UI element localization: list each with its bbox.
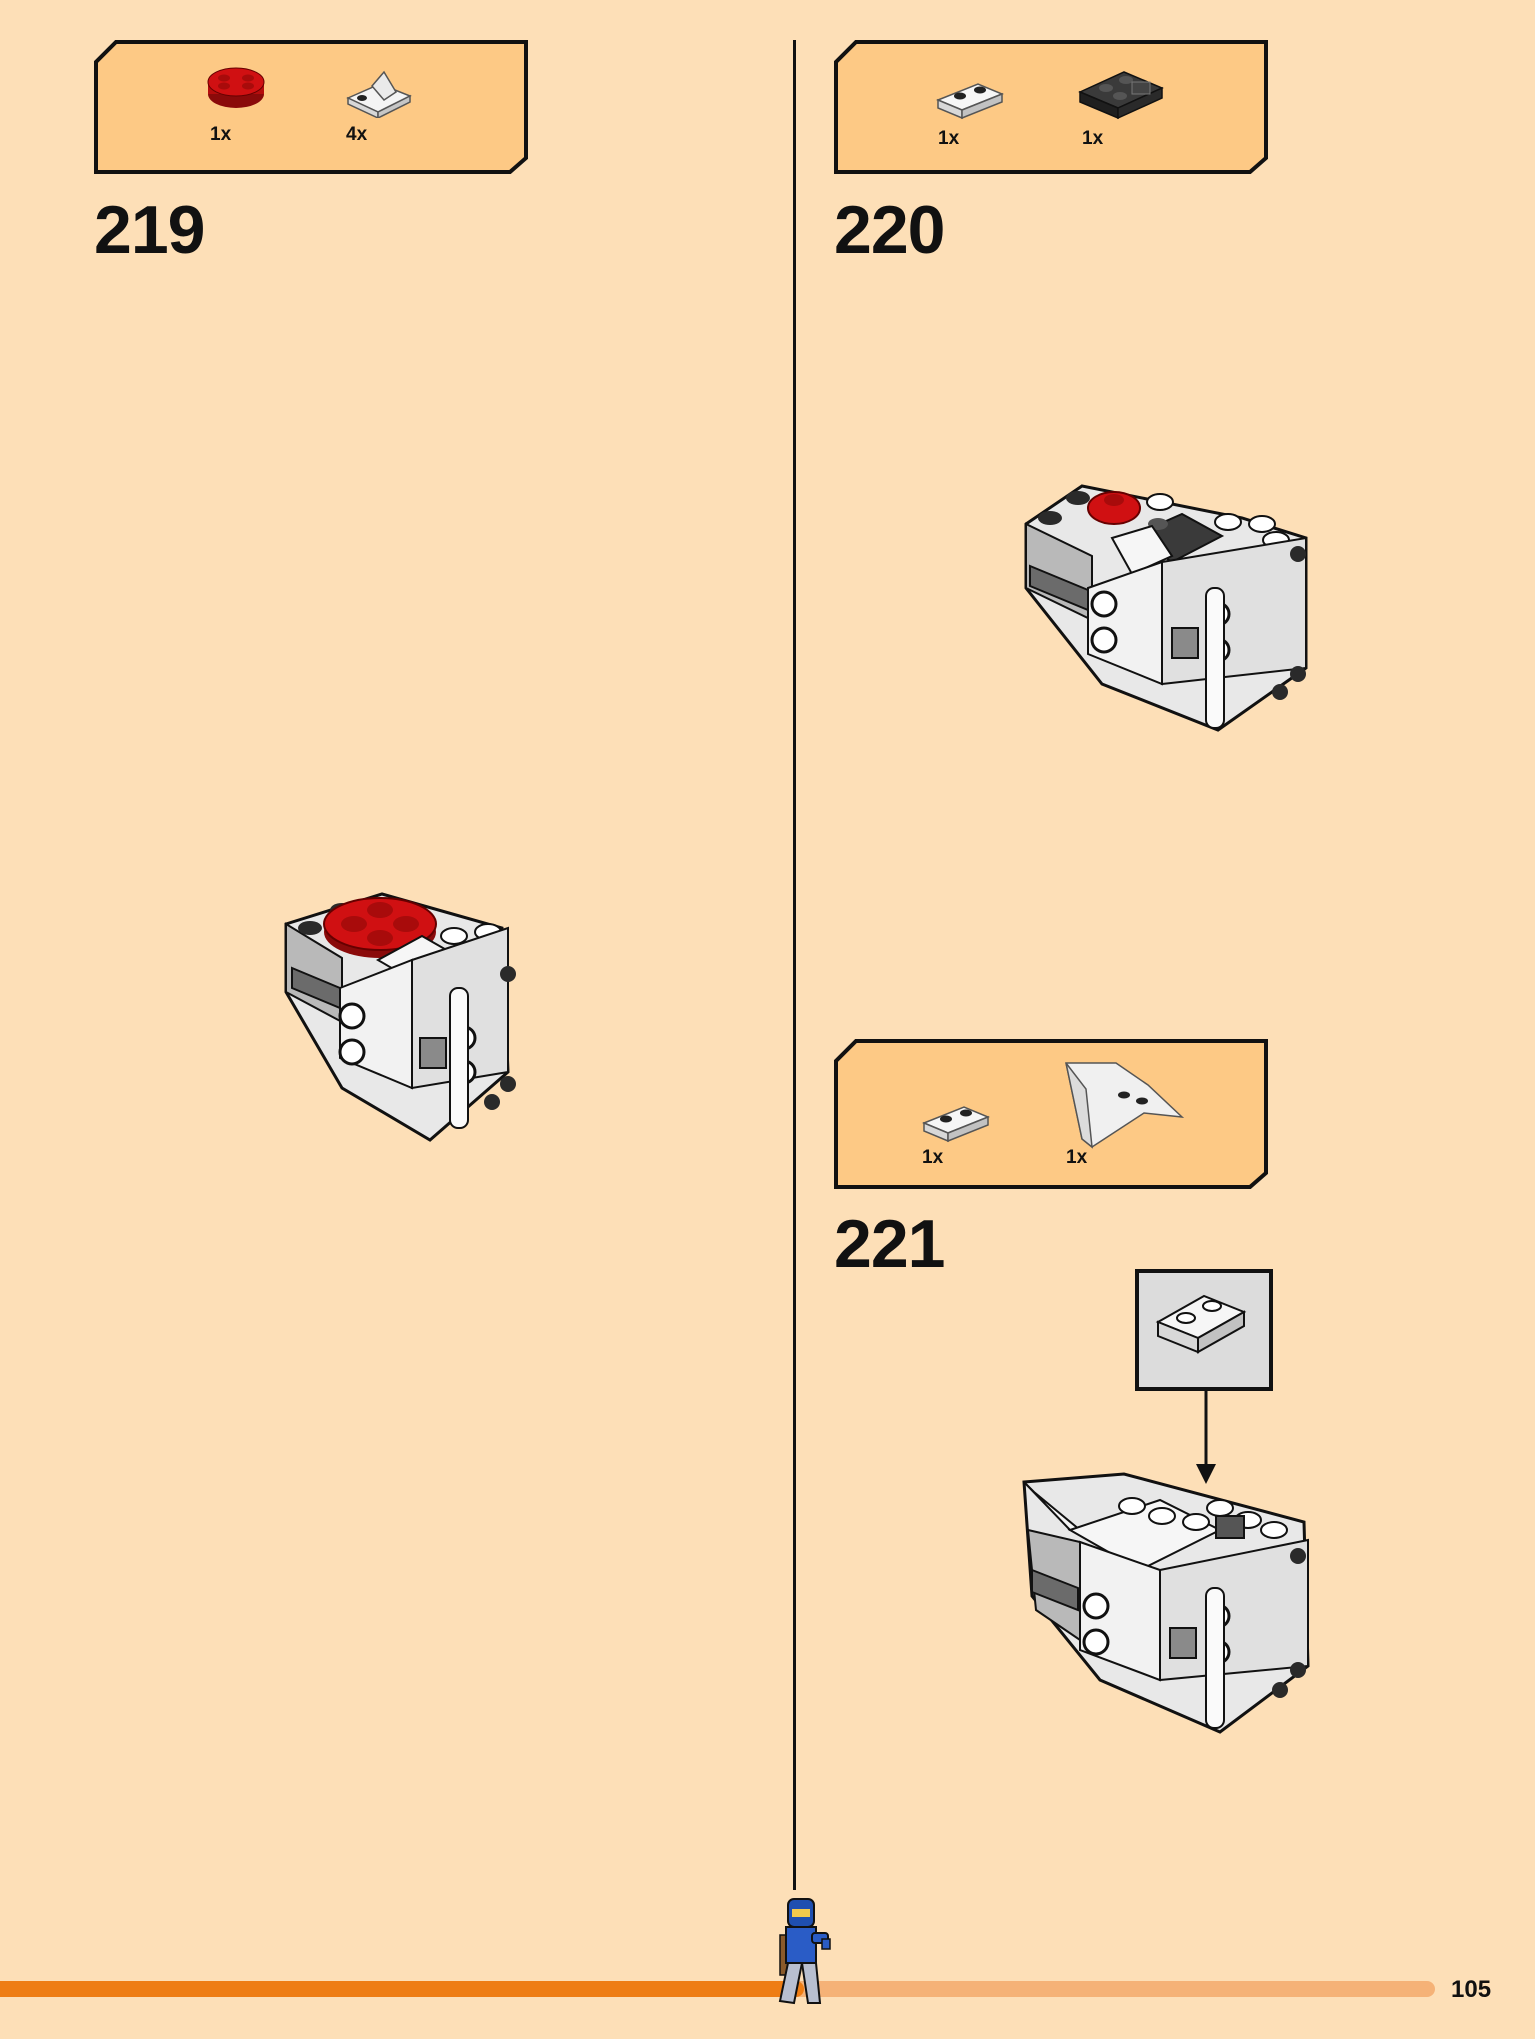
white-bracket-plate-icon bbox=[346, 70, 412, 118]
step-219-model-illustration bbox=[284, 892, 516, 1142]
parts-box-221: 1x 1x bbox=[834, 1039, 1268, 1189]
part-qty: 1x bbox=[1066, 1147, 1088, 1168]
step-number-219: 219 bbox=[94, 192, 205, 268]
page-number: 105 bbox=[1451, 1976, 1492, 2003]
parts-box-220: 1x 1x bbox=[834, 40, 1268, 174]
part-qty: 1x bbox=[1082, 128, 1104, 149]
sub-assembly-callout bbox=[1135, 1269, 1273, 1484]
progress-fill bbox=[0, 1981, 804, 1997]
part-qty: 4x bbox=[346, 124, 368, 145]
part-qty: 1x bbox=[210, 124, 232, 145]
step-221-model-illustration bbox=[1022, 1472, 1310, 1734]
column-divider bbox=[793, 40, 796, 1890]
white-plate-1x2-icon bbox=[922, 1106, 990, 1143]
step-number-220: 220 bbox=[834, 192, 945, 268]
ninja-minifigure-icon bbox=[778, 1898, 831, 2005]
part-qty: 1x bbox=[922, 1147, 944, 1168]
parts-box-219: 1x 4x bbox=[94, 40, 528, 174]
white-plate-1x2-icon bbox=[936, 83, 1004, 120]
white-wedge-slope-icon bbox=[1065, 1062, 1185, 1149]
red-round-plate-icon bbox=[207, 67, 265, 108]
step-number-221: 221 bbox=[834, 1206, 945, 1282]
part-qty: 1x bbox=[938, 128, 960, 149]
step-220-model-illustration bbox=[1024, 484, 1308, 732]
black-plate-2x2-icon bbox=[1078, 71, 1164, 120]
